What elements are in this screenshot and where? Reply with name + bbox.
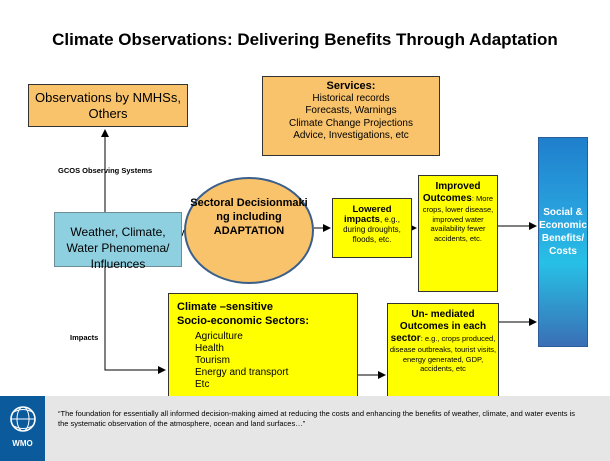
social-economic-box: Social & Economic Benefits/ Costs: [538, 137, 588, 347]
slide-title: Climate Observations: Delivering Benefit…: [52, 30, 558, 49]
sector-item: Etc: [195, 379, 210, 390]
sector-item: Health: [195, 343, 224, 354]
unmediated-outcomes-text: : e.g., crops produced, disease outbreak…: [389, 334, 497, 373]
observations-box: Observations by NMHSs, Others: [28, 84, 188, 127]
impacts-label: Impacts: [70, 333, 99, 342]
lowered-impacts-heading: Lowered impacts: [344, 204, 392, 225]
services-item: Forecasts, Warnings: [305, 105, 397, 116]
wmo-logo: WMO: [0, 396, 45, 461]
improved-outcomes-text: : More crops, lower disease, improved wa…: [422, 194, 494, 243]
lowered-impacts-text: , e.g., during droughts, floods, etc.: [343, 215, 401, 244]
sector-list: Agriculture Health Tourism Energy and tr…: [195, 331, 357, 391]
services-box: Services: Historical records Forecasts, …: [262, 76, 440, 156]
arrow-weather-to-sectors: [104, 267, 166, 374]
footer-bar: [0, 396, 610, 461]
wmo-emblem-icon: [9, 406, 36, 432]
sector-item: Agriculture: [195, 331, 243, 342]
weather-box: Weather, Climate, Water Phenomena/ Influ…: [54, 212, 182, 271]
lowered-impacts-box: Lowered impacts, e.g., during droughts, …: [332, 198, 412, 258]
services-heading: Services:: [326, 80, 376, 92]
services-item: Historical records: [312, 92, 390, 104]
climate-sectors-heading-line2: Socio-economic Sectors:: [177, 315, 310, 327]
improved-outcomes-heading: Improved Outcomes: [422, 181, 481, 204]
arrow-weather-to-sectoral: [181, 229, 185, 237]
sectoral-decisionmaking-oval: Sectoral Decisionmaki ng including ADAPT…: [184, 177, 314, 284]
sector-item: Energy and transport: [195, 367, 289, 378]
sector-item: Tourism: [195, 355, 231, 366]
gcos-label: GCOS Observing Systems: [58, 166, 153, 175]
wmo-logo-text: WMO: [12, 439, 33, 448]
services-item: Advice, Investigations, etc: [293, 130, 409, 141]
improved-outcomes-box: Improved Outcomes: More crops, lower dis…: [418, 175, 498, 292]
climate-sectors-box: Climate –sensitive Socio-economic Sector…: [168, 293, 358, 405]
climate-sectors-heading-line1: Climate –sensitive: [177, 301, 273, 313]
unmediated-outcomes-heading: Un- mediated Outcomes in each sector: [390, 309, 487, 344]
services-item: Climate Change Projections: [289, 117, 413, 129]
footer-quote: “The foundation for essentially all info…: [58, 409, 575, 428]
unmediated-outcomes-box: Un- mediated Outcomes in each sector: e.…: [387, 303, 499, 408]
